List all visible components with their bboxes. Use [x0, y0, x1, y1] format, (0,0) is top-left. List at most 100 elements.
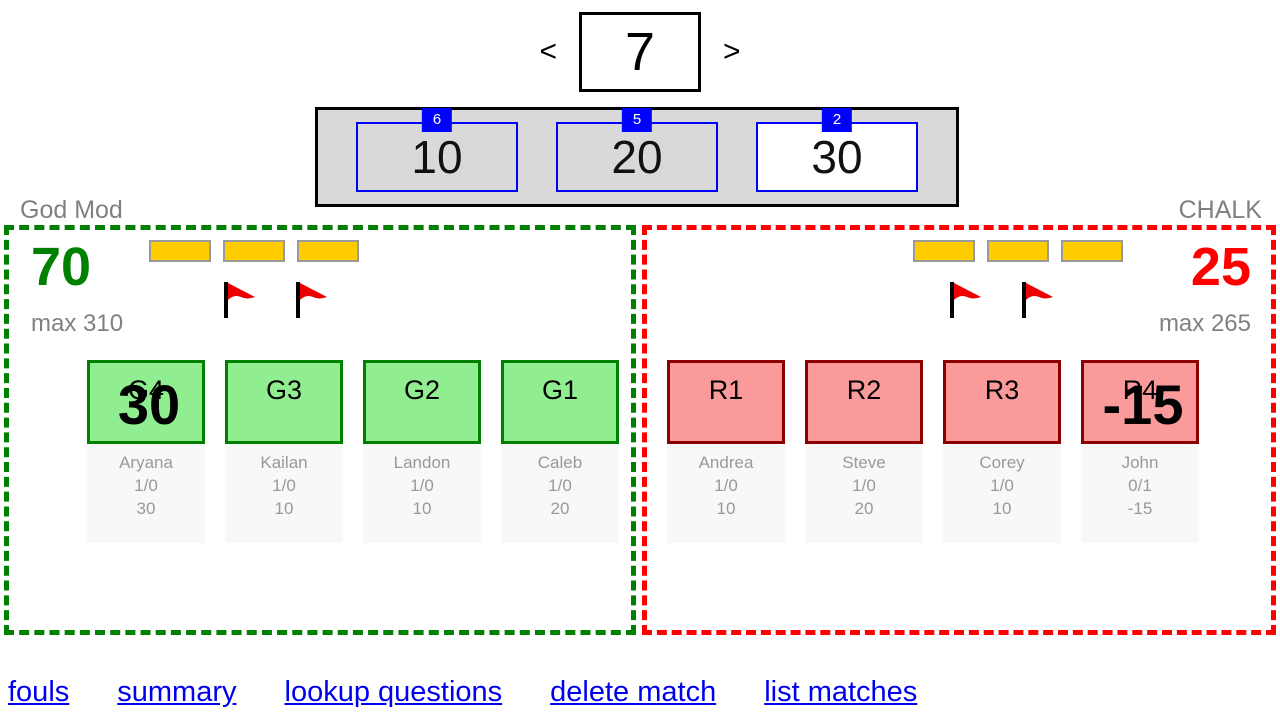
player-slot-label: R2 [846, 375, 882, 405]
red-flag-icon[interactable] [289, 278, 333, 322]
player-button-G3[interactable]: G3 [225, 360, 343, 444]
player-points: 10 [274, 498, 294, 518]
player-button-R4[interactable]: R4-15 [1081, 360, 1199, 444]
next-round-button[interactable]: > [723, 35, 741, 68]
player-slot-label: G1 [541, 375, 579, 405]
round-selector: < 7 > [0, 12, 1280, 92]
player-name: Landon [393, 453, 451, 472]
link-summary[interactable]: summary [117, 676, 237, 708]
player-info-R1: Andrea 1/0 10 [667, 444, 785, 543]
value-box-20[interactable]: 20 [556, 122, 718, 192]
player-points: 20 [854, 498, 874, 518]
value-count-badge: 6 [421, 108, 453, 132]
player-slot-label: G2 [403, 375, 441, 405]
player-record: 1/0 [548, 475, 572, 495]
player-record: 1/0 [272, 475, 296, 495]
player-button-G1[interactable]: G1 [501, 360, 619, 444]
yellow-card-icon[interactable] [149, 240, 211, 262]
player-info-G3: Kailan 1/0 10 [225, 444, 343, 543]
yellow-card-icon[interactable] [297, 240, 359, 262]
player-name: Andrea [698, 453, 754, 472]
player-name: Aryana [119, 453, 173, 472]
flag-row-right[interactable] [943, 278, 1059, 322]
player-button-R2[interactable]: R2 [805, 360, 923, 444]
player-button-G2[interactable]: G2 [363, 360, 481, 444]
player-points: 10 [992, 498, 1012, 518]
player-slot-label: R3 [984, 375, 1020, 405]
player-record: 1/0 [990, 475, 1014, 495]
team-name-right: CHALK [1178, 196, 1262, 224]
team-score-right: 25 [1190, 237, 1251, 297]
player-info-G2: Landon 1/0 10 [363, 444, 481, 543]
player-info-G1: Caleb 1/0 20 [501, 444, 619, 543]
link-fouls[interactable]: fouls [8, 676, 70, 708]
player-slot-label: G3 [265, 375, 303, 405]
value-count-badge: 2 [821, 108, 853, 132]
player-button-R3[interactable]: R3 [943, 360, 1061, 444]
yellow-card-icon[interactable] [987, 240, 1049, 262]
link-delete-match[interactable]: delete match [550, 676, 717, 708]
player-name: Steve [842, 453, 886, 472]
player-name: Caleb [537, 453, 583, 472]
player-record: 1/0 [134, 475, 158, 495]
footer-links: fouls summary lookup questions delete match… [0, 676, 1280, 709]
player-points: 20 [550, 498, 570, 518]
prev-round-button[interactable]: < [539, 35, 557, 68]
yellow-card-row-left[interactable] [149, 240, 359, 262]
team-max-right: max 265 [1158, 310, 1251, 337]
player-name: Kailan [260, 453, 308, 472]
player-record: 0/1 [1128, 475, 1152, 495]
value-box-30[interactable]: 30 [756, 122, 918, 192]
player-record: 1/0 [714, 475, 738, 495]
player-points: 10 [412, 498, 432, 518]
player-name: Corey [979, 453, 1025, 472]
player-button-R1[interactable]: R1 [667, 360, 785, 444]
player-info-R4: John 0/1 -15 [1081, 444, 1199, 543]
value-count-badge: 5 [621, 108, 653, 132]
yellow-card-icon[interactable] [223, 240, 285, 262]
player-info-R2: Steve 1/0 20 [805, 444, 923, 543]
team-max-left: max 310 [31, 310, 124, 337]
player-record: 1/0 [852, 475, 876, 495]
player-points: 30 [136, 498, 156, 518]
player-points: 10 [716, 498, 736, 518]
player-name: John [1121, 453, 1159, 472]
player-slot-label: R1 [708, 375, 744, 405]
player-slot-label: R4 [1122, 375, 1158, 405]
player-info-R3: Corey 1/0 10 [943, 444, 1061, 543]
yellow-card-icon[interactable] [1061, 240, 1123, 262]
player-record: 1/0 [410, 475, 434, 495]
current-round-box[interactable]: 7 [579, 12, 701, 92]
team-name-left: God Mod [20, 196, 123, 224]
player-info-G4: Aryana 1/0 30 [87, 444, 205, 543]
red-flag-icon[interactable] [1015, 278, 1059, 322]
flag-row-left[interactable] [217, 278, 333, 322]
red-flag-icon[interactable] [943, 278, 987, 322]
player-slot-label: G4 [127, 375, 165, 405]
link-list-matches[interactable]: list matches [764, 676, 918, 708]
yellow-card-icon[interactable] [913, 240, 975, 262]
link-lookup-questions[interactable]: lookup questions [284, 676, 503, 708]
red-flag-icon[interactable] [217, 278, 261, 322]
team-score-left: 70 [31, 237, 92, 297]
yellow-card-row-right[interactable] [913, 240, 1123, 262]
value-box-10[interactable]: 10 [356, 122, 518, 192]
player-points: -15 [1127, 498, 1153, 518]
